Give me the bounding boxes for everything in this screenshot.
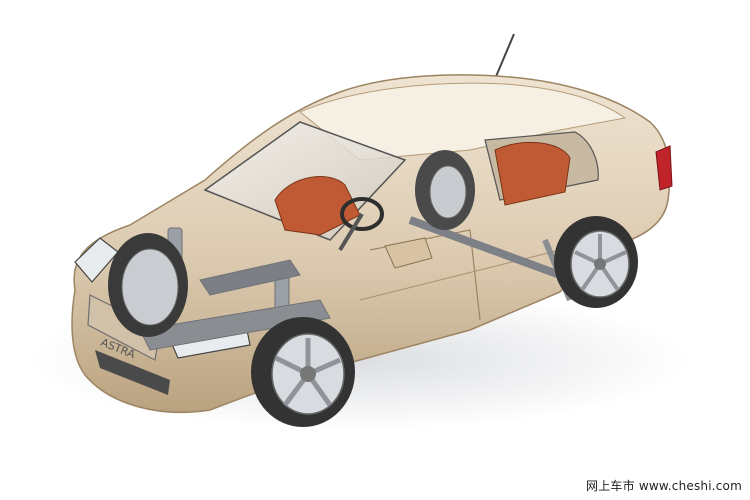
side-mirror: [384, 237, 433, 269]
steering-wheel-icon: [340, 197, 384, 231]
wheel-icon: [108, 233, 188, 337]
tail-light: [655, 145, 673, 191]
watermark-text: 网上车市 www.cheshi.com: [586, 479, 742, 493]
roof: [299, 82, 627, 161]
front-wheel: [251, 317, 355, 427]
rear-seat: [494, 141, 571, 206]
rear-wheel-far: [415, 150, 475, 230]
rear-wheel: [554, 216, 638, 308]
steering-column: [338, 212, 364, 252]
rear-axle: [408, 216, 562, 279]
lower-intake: [95, 350, 170, 395]
